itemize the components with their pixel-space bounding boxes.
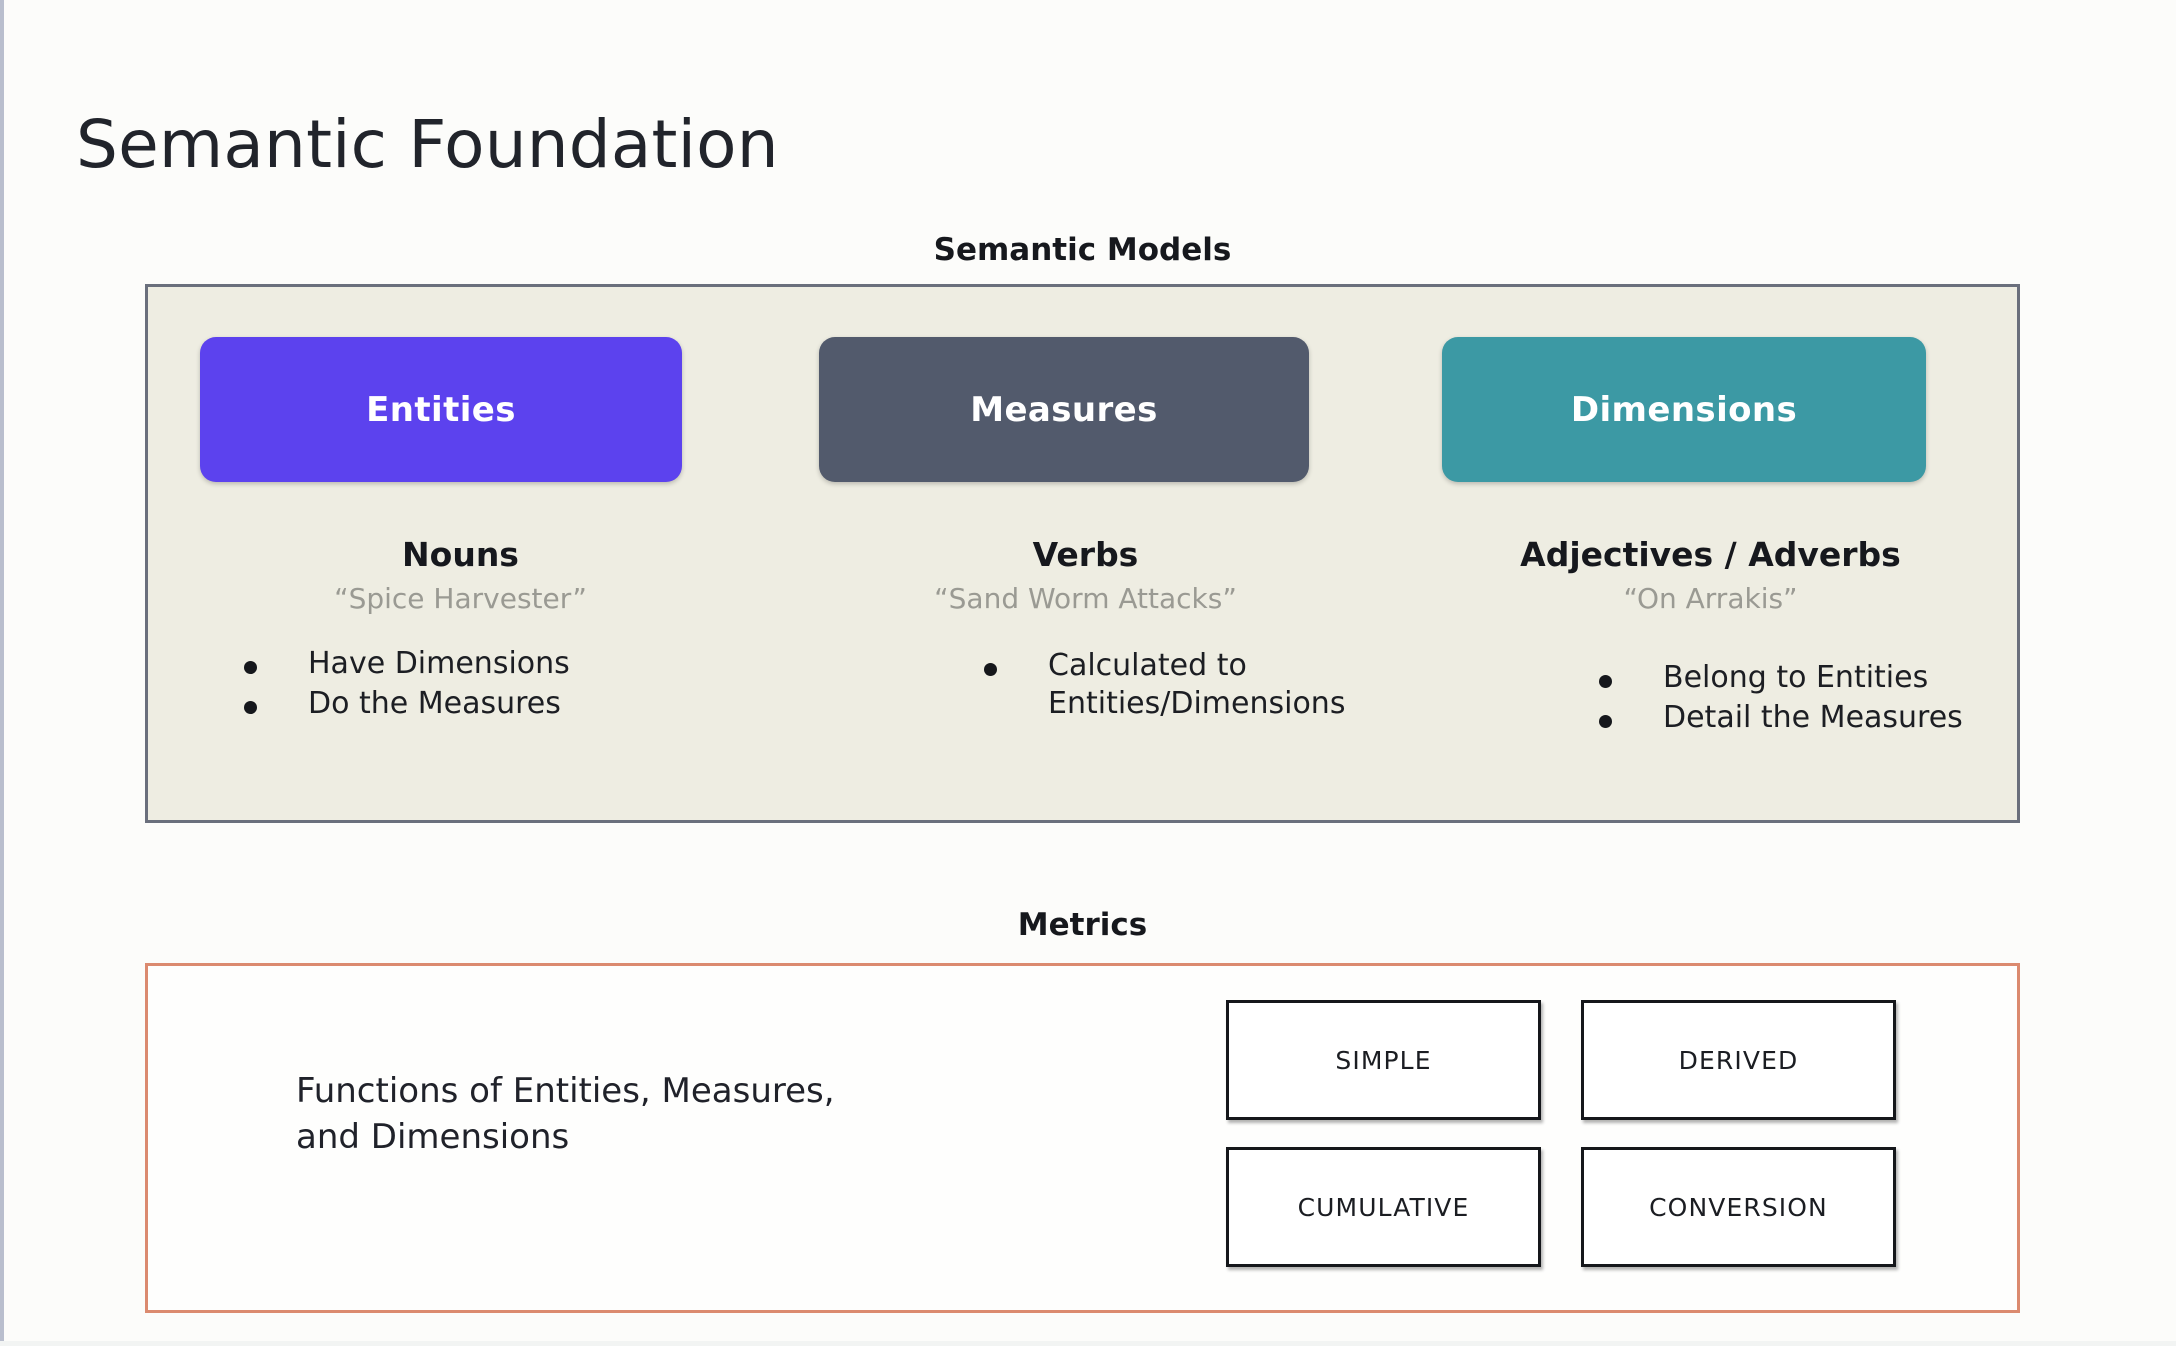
list-item: Detail the Measures [1593,699,1963,737]
example-measures: “Sand Worm Attacks” [934,582,1237,615]
page-title: Semantic Foundation [76,106,779,184]
metric-type-simple[interactable]: SIMPLE [1226,1000,1541,1120]
left-edge-rule [0,0,4,1346]
list-item: Calculated to Entities/Dimensions [978,647,1345,724]
bullet-list-measures: Calculated to Entities/Dimensions [978,647,1345,726]
metrics-description: Functions of Entities, Measures, and Dim… [296,1071,835,1157]
metric-type-conversion[interactable]: CONVERSION [1581,1147,1896,1267]
bullet-list-entities: Have Dimensions Do the Measures [238,645,570,726]
bullet-list-dimensions: Belong to Entities Detail the Measures [1593,659,1963,740]
list-item: Do the Measures [238,685,570,723]
list-item: Belong to Entities [1593,659,1963,697]
example-dimensions: “On Arrakis” [1623,582,1798,615]
semantic-column-dimensions: Dimensions Adjectives / Adverbs “On Arra… [1398,287,2023,820]
metrics-type-grid: SIMPLE DERIVED CUMULATIVE CONVERSION [1226,1000,1926,1267]
example-entities: “Spice Harvester” [334,582,587,615]
semantic-column-measures: Measures Verbs “Sand Worm Attacks” Calcu… [773,287,1398,820]
part-of-speech-verbs: Verbs [1032,535,1139,574]
part-of-speech-nouns: Nouns [402,535,519,574]
semantic-models-heading: Semantic Models [933,232,1232,268]
semantic-models-panel: Entities Nouns “Spice Harvester” Have Di… [145,284,2020,823]
metric-type-derived[interactable]: DERIVED [1581,1000,1896,1120]
metric-type-cumulative[interactable]: CUMULATIVE [1226,1147,1541,1267]
bottom-edge-rule [0,1341,2176,1346]
chip-measures[interactable]: Measures [819,337,1309,482]
metrics-panel: Functions of Entities, Measures, and Dim… [145,963,2020,1313]
chip-dimensions[interactable]: Dimensions [1442,337,1926,482]
list-item: Have Dimensions [238,645,570,683]
semantic-column-entities: Entities Nouns “Spice Harvester” Have Di… [148,287,773,820]
metrics-heading: Metrics [1017,907,1148,943]
part-of-speech-adjectives-adverbs: Adjectives / Adverbs [1520,535,1901,574]
chip-entities[interactable]: Entities [200,337,682,482]
